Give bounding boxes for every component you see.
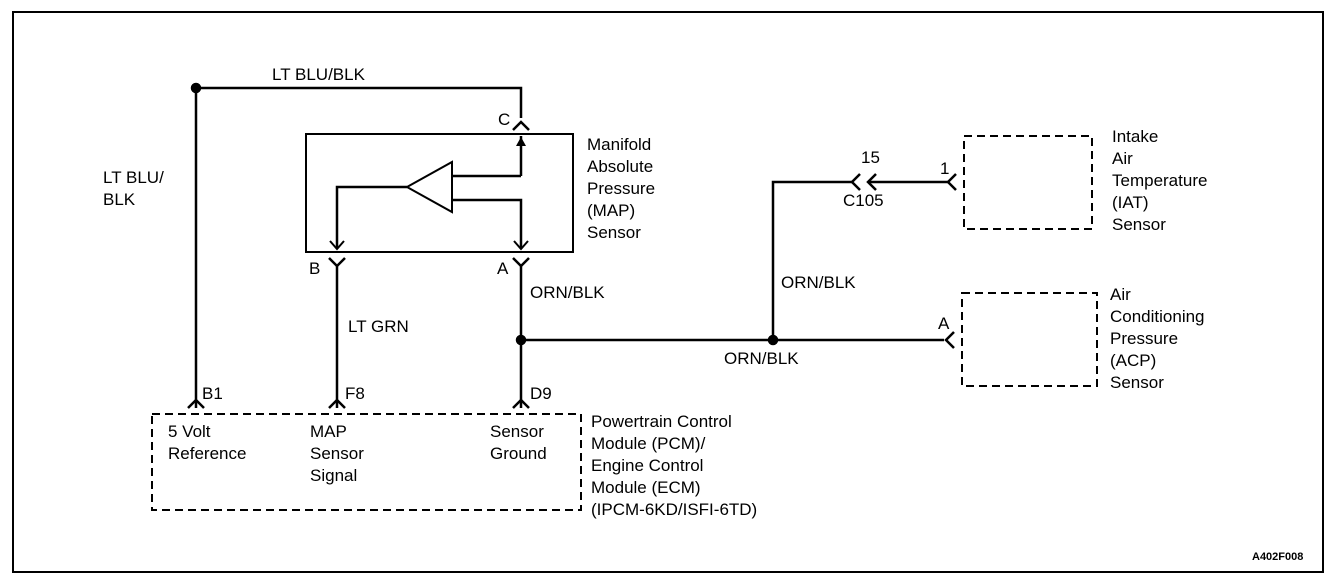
wire-lt-blu-blk <box>194 86 523 408</box>
iat-sensor-box <box>963 135 1093 230</box>
wire-label-lt-grn: LT GRN <box>348 317 409 336</box>
pcm-ground-label: Sensor Ground <box>490 422 547 463</box>
map-internal-arrow-b <box>329 240 345 251</box>
pcm-pin-f8-label: F8 <box>345 384 365 403</box>
map-sensor-name: Manifold Absolute Pressure (MAP) Sensor <box>587 135 656 242</box>
acp-connector-chevron <box>944 331 955 349</box>
wire-label-left: LT BLU/ BLK <box>103 168 164 209</box>
map-pin-c-label: C <box>498 110 511 129</box>
map-internal-arrow-a <box>513 240 529 251</box>
pcm-pin-f8-chevron <box>328 398 346 409</box>
map-pin-a-label: A <box>497 259 509 278</box>
c105-chevron-male <box>850 173 861 191</box>
pcm-pin-b1-label: B1 <box>202 384 223 403</box>
pcm-pin-d9-label: D9 <box>530 384 552 403</box>
pcm-map-signal-label: MAP Sensor Signal <box>310 422 364 485</box>
pcm-pin-d9-chevron <box>512 398 530 409</box>
connector-c-chevron <box>512 120 530 131</box>
iat-sensor-name: Intake Air Temperature (IAT) Sensor <box>1112 127 1208 234</box>
wire-label-orn-blk-vertical: ORN/BLK <box>781 273 856 292</box>
pcm-box <box>151 413 582 511</box>
pcm-name: Powertrain Control Module (PCM)/ Engine … <box>591 412 758 519</box>
wire-label-top: LT BLU/BLK <box>272 65 365 84</box>
c105-pin-label: 15 <box>861 148 880 167</box>
wire-orn-blk-c105 <box>771 180 852 340</box>
wire-label-orn-blk-mid: ORN/BLK <box>724 349 799 368</box>
c105-name-label: C105 <box>843 191 884 210</box>
connector-a-chevron <box>512 257 530 268</box>
pcm-ref-label: 5 Volt Reference <box>168 422 247 463</box>
splice-dot-top-left <box>190 82 202 94</box>
figure-id: A402F008 <box>1252 551 1304 563</box>
acp-pin-label: A <box>938 314 950 333</box>
pcm-pin-b1-chevron <box>187 398 205 409</box>
map-internal-arrow-up <box>516 137 526 146</box>
connector-b-chevron <box>328 257 346 268</box>
acp-sensor-box <box>961 292 1098 387</box>
map-sensor-box <box>305 133 574 253</box>
wire-label-orn-blk-a: ORN/BLK <box>530 283 605 302</box>
map-amplifier-triangle <box>404 160 453 214</box>
iat-pin-label: 1 <box>940 159 950 178</box>
acp-sensor-name: Air Conditioning Pressure (ACP) Sensor <box>1110 285 1205 392</box>
map-internal-b-wire <box>335 185 407 248</box>
map-pin-b-label: B <box>309 259 321 278</box>
iat-connector-chevron <box>946 173 957 191</box>
diagram-border <box>12 11 1324 573</box>
map-internal-a-wire <box>452 198 523 248</box>
